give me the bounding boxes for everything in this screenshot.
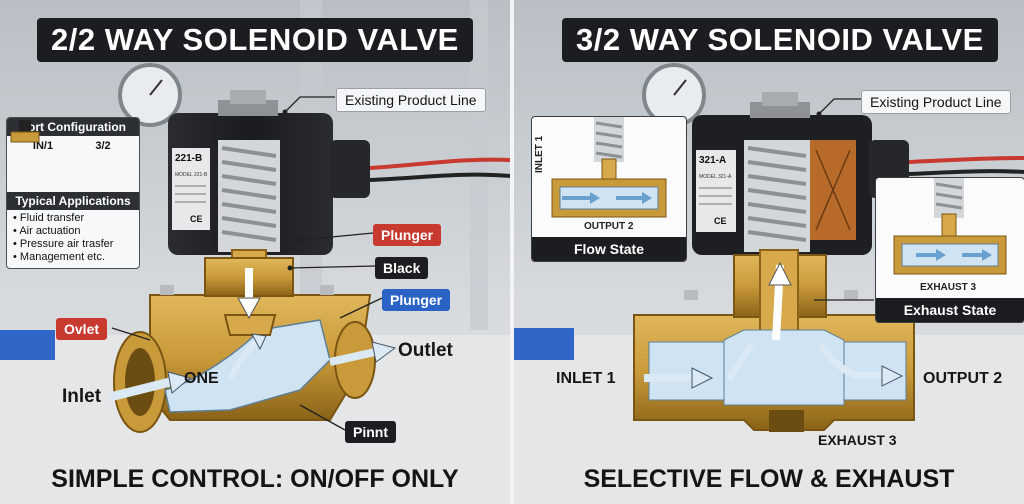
bolt-icon: [160, 285, 174, 295]
exhaust-state-diagram: [893, 178, 1007, 275]
footer-2-2-way: SIMPLE CONTROL: ON/OFF ONLY: [51, 465, 459, 493]
flow-state-inset: INLET 1 OUTPUT 2 Flow State: [531, 116, 687, 262]
application-item: Fluid transfer: [13, 212, 133, 225]
ovlet-label: Ovlet: [56, 318, 108, 340]
up-arrow-icon: [768, 261, 792, 286]
port-in1-label: IN/1: [32, 140, 54, 152]
flow-chamber: [164, 319, 331, 413]
spring-icon: [747, 146, 807, 242]
inlet-label: Inlet: [62, 386, 102, 407]
plunger-blue-label: Plunger: [382, 289, 451, 311]
exhaust-inset-label: EXHAUST 3: [920, 282, 977, 293]
flow-arrow-icon: [982, 249, 992, 261]
existing-product-line-label: Existing Product Line: [336, 88, 486, 112]
panel-2-2-way: 221-B MODEL 221-B CE: [0, 0, 510, 504]
inlet-chamber: [648, 341, 725, 401]
title-3-2-way: 3/2 WAY SOLENOID VALVE: [562, 18, 998, 62]
nameplate-model-line: MODEL 221-B: [175, 172, 208, 178]
center-chamber: [723, 329, 845, 406]
nameplate-ce-mark: CE: [714, 216, 727, 226]
inlet-arrow-icon: [167, 371, 192, 394]
exhaust-state-inset: EXHAUST 3 Exhaust State: [875, 177, 1024, 323]
mini-valve-icon: [10, 120, 40, 143]
nameplate-model-line: MODEL 321-A: [699, 174, 732, 180]
port-configuration-header: Port Configuration: [7, 118, 139, 136]
exhaust-port: [769, 410, 804, 432]
valve-2-2-illustration: 221-B MODEL 221-B CE: [0, 0, 510, 504]
panel-divider: [510, 0, 514, 504]
blue-tray-icon: [0, 330, 55, 360]
down-arrow-icon: [237, 297, 261, 320]
coil-nut-icon: [230, 90, 266, 104]
flow-inset-output-label: OUTPUT 2: [584, 221, 634, 232]
flow-inset-inlet-label: INLET 1: [534, 135, 545, 173]
bolt-icon: [684, 290, 698, 300]
outlet-arrow-icon: [371, 341, 397, 363]
nameplate-model-number: 221-B: [175, 153, 202, 164]
plunger-red-label: Plunger: [373, 224, 442, 246]
connector-plug: [330, 140, 370, 198]
exhaust-state-caption: Exhaust State: [876, 298, 1024, 322]
inlet-arrow-icon: [691, 367, 714, 389]
port-3-2: 3/2: [10, 120, 125, 188]
nameplate-model-number: 321-A: [699, 155, 726, 166]
one-label: ONE: [184, 370, 219, 387]
blue-tray-icon: [514, 328, 574, 360]
bolt-icon: [844, 290, 858, 300]
flow-state-diagram: [551, 117, 667, 218]
flow-arrow-icon: [936, 249, 946, 261]
output-2-label: OUTPUT 2: [923, 370, 1003, 387]
application-item: Management etc.: [13, 251, 133, 264]
existing-product-line-label: Existing Product Line: [861, 90, 1011, 114]
flow-curve-arrow-icon: [251, 333, 267, 351]
port-3-2-label: 3/2: [95, 140, 111, 152]
flow-arrow-icon: [642, 192, 652, 204]
black-label: Black: [375, 257, 429, 279]
panel-3-2-way: 321-A MODEL 321-A CE: [514, 0, 1024, 504]
exhaust-3-label: EXHAUST 3: [818, 432, 897, 448]
port-in1: IN/1: [10, 120, 65, 188]
pinnt-label: Pinnt: [345, 421, 396, 443]
output-chamber: [843, 341, 907, 401]
applications-list: Fluid transfer Air actuation Pressure ai…: [7, 210, 139, 266]
coil-nut-icon: [762, 92, 798, 106]
inlet-1-label: INLET 1: [556, 370, 616, 387]
port-configuration-box: Port Configuration IN/1 3/2: [6, 117, 140, 269]
application-item: Pressure air trasfer: [13, 238, 133, 251]
nameplate-ce-mark: CE: [190, 214, 203, 224]
application-item: Air actuation: [13, 225, 133, 238]
typical-applications-header: Typical Applications: [7, 192, 139, 210]
spring-icon: [221, 146, 277, 242]
title-2-2-way: 2/2 WAY SOLENOID VALVE: [37, 18, 473, 62]
flow-state-caption: Flow State: [532, 237, 686, 261]
bolt-icon: [320, 285, 334, 295]
outlet-label: Outlet: [398, 340, 453, 361]
outlet-arrow-icon: [881, 365, 904, 387]
nameplate: [696, 150, 736, 232]
nameplate: [172, 148, 210, 230]
footer-3-2-way: SELECTIVE FLOW & EXHAUST: [583, 465, 955, 493]
flow-arrow-icon: [590, 192, 600, 204]
